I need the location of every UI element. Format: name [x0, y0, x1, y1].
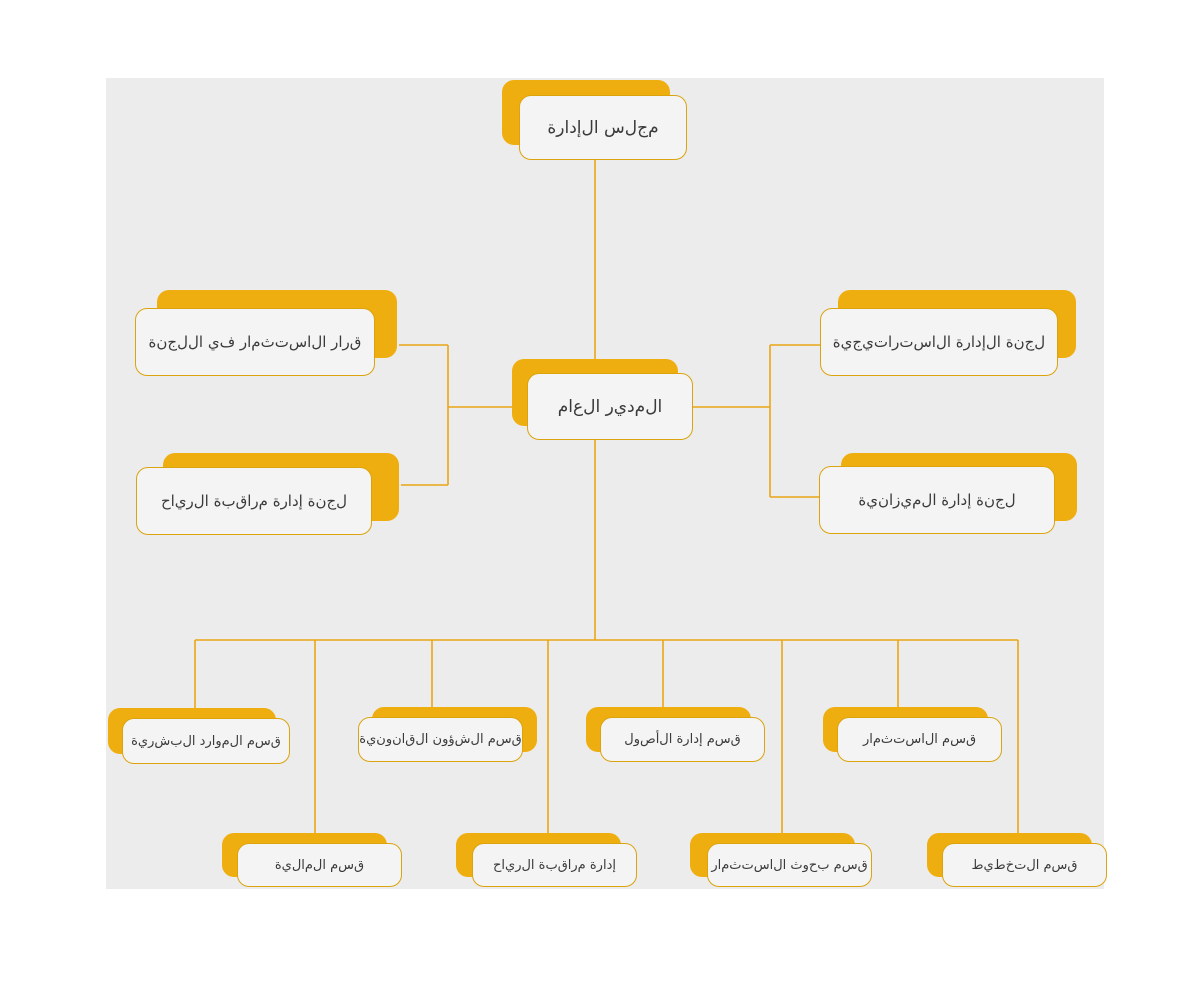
org-node-budget-management-committee: ل‌ج‌ن‌ة‌ ‌إ‌د‌ا‌ر‌ة‌ ‌ا‌ل‌م‌ي‌ز‌ا‌ن‌ي‌ة	[819, 453, 1077, 534]
org-node-human-resources-department: ق‌س‌م‌ ‌ا‌ل‌م‌و‌ا‌ر‌د‌ ‌ا‌ل‌ب‌ش‌ر‌ي‌ة	[108, 708, 290, 764]
node-box: ق‌س‌م‌ ‌ا‌ل‌ت‌خ‌ط‌ي‌ط	[942, 843, 1107, 887]
node-box: ل‌ج‌ن‌ة‌ ‌إ‌د‌ا‌ر‌ة‌ ‌م‌ر‌ا‌ق‌ب‌ة‌ ‌ا‌ل‌…	[136, 467, 372, 535]
node-box: م‌ج‌ل‌س‌ ‌ا‌ل‌إ‌د‌ا‌ر‌ة	[519, 95, 687, 160]
node-box: ا‌ل‌م‌د‌ي‌ر‌ ‌ا‌ل‌ع‌ا‌م	[527, 373, 693, 440]
org-node-asset-management-department: ق‌س‌م‌ ‌إ‌د‌ا‌ر‌ة‌ ‌ا‌ل‌أ‌ص‌و‌ل	[586, 707, 765, 762]
node-box: ق‌س‌م‌ ‌ا‌ل‌م‌ا‌ل‌ي‌ة	[237, 843, 402, 887]
node-box: ل‌ج‌ن‌ة‌ ‌ا‌ل‌إ‌د‌ا‌ر‌ة‌ ‌ا‌ل‌ا‌س‌ت‌ر‌ا‌…	[820, 308, 1058, 376]
org-node-strategic-management-committee: ل‌ج‌ن‌ة‌ ‌ا‌ل‌إ‌د‌ا‌ر‌ة‌ ‌ا‌ل‌ا‌س‌ت‌ر‌ا‌…	[820, 290, 1076, 376]
org-node-planning-department: ق‌س‌م‌ ‌ا‌ل‌ت‌خ‌ط‌ي‌ط	[927, 833, 1107, 887]
node-box: إ‌د‌ا‌ر‌ة‌ ‌م‌ر‌ا‌ق‌ب‌ة‌ ‌ا‌ل‌ر‌ي‌ا‌ح	[472, 843, 637, 887]
node-box: ق‌س‌م‌ ‌ا‌ل‌م‌و‌ا‌ر‌د‌ ‌ا‌ل‌ب‌ش‌ر‌ي‌ة	[122, 718, 290, 764]
node-label: ق‌س‌م‌ ‌إ‌د‌ا‌ر‌ة‌ ‌ا‌ل‌أ‌ص‌و‌ل	[624, 732, 741, 747]
node-label: ق‌س‌م‌ ‌ا‌ل‌م‌ا‌ل‌ي‌ة	[274, 857, 365, 873]
node-label: ا‌ل‌م‌د‌ي‌ر‌ ‌ا‌ل‌ع‌ا‌م	[557, 396, 663, 417]
node-label: ل‌ج‌ن‌ة‌ ‌إ‌د‌ا‌ر‌ة‌ ‌ا‌ل‌م‌ي‌ز‌ا‌ن‌ي‌ة	[858, 491, 1016, 509]
node-label: ق‌س‌م‌ ‌ب‌ح‌و‌ث‌ ‌ا‌ل‌ا‌س‌ت‌ث‌م‌ا‌ر	[711, 857, 868, 873]
node-label: ق‌س‌م‌ ‌ا‌ل‌ا‌س‌ت‌ث‌م‌ا‌ر	[862, 732, 977, 747]
node-label: م‌ج‌ل‌س‌ ‌ا‌ل‌إ‌د‌ا‌ر‌ة	[547, 117, 659, 138]
node-label: ل‌ج‌ن‌ة‌ ‌إ‌د‌ا‌ر‌ة‌ ‌م‌ر‌ا‌ق‌ب‌ة‌ ‌ا‌ل‌…	[160, 492, 348, 510]
org-node-investment-department: ق‌س‌م‌ ‌ا‌ل‌ا‌س‌ت‌ث‌م‌ا‌ر	[823, 707, 1002, 762]
node-box: ق‌س‌م‌ ‌ا‌ل‌ش‌ؤ‌و‌ن‌ ‌ا‌ل‌ق‌ا‌ن‌و‌ن‌ي‌ة	[358, 717, 523, 762]
org-node-investment-decision-committee: ق‌ر‌ا‌ر‌ ‌ا‌ل‌ا‌س‌ت‌ث‌م‌ا‌ر‌ ‌ف‌ي‌ ‌ا‌ل‌…	[135, 290, 397, 376]
node-label: ق‌س‌م‌ ‌ا‌ل‌م‌و‌ا‌ر‌د‌ ‌ا‌ل‌ب‌ش‌ر‌ي‌ة	[131, 733, 281, 749]
node-box: ق‌ر‌ا‌ر‌ ‌ا‌ل‌ا‌س‌ت‌ث‌م‌ا‌ر‌ ‌ف‌ي‌ ‌ا‌ل‌…	[135, 308, 375, 376]
org-node-wind-monitoring-management-committee: ل‌ج‌ن‌ة‌ ‌إ‌د‌ا‌ر‌ة‌ ‌م‌ر‌ا‌ق‌ب‌ة‌ ‌ا‌ل‌…	[136, 453, 399, 535]
org-node-investment-research-department: ق‌س‌م‌ ‌ب‌ح‌و‌ث‌ ‌ا‌ل‌ا‌س‌ت‌ث‌م‌ا‌ر	[690, 833, 872, 887]
node-label: ل‌ج‌ن‌ة‌ ‌ا‌ل‌إ‌د‌ا‌ر‌ة‌ ‌ا‌ل‌ا‌س‌ت‌ر‌ا‌…	[832, 333, 1046, 351]
org-node-finance-department: ق‌س‌م‌ ‌ا‌ل‌م‌ا‌ل‌ي‌ة	[222, 833, 402, 887]
node-label: ق‌س‌م‌ ‌ا‌ل‌ت‌خ‌ط‌ي‌ط	[971, 857, 1078, 873]
node-label: ق‌ر‌ا‌ر‌ ‌ا‌ل‌ا‌س‌ت‌ث‌م‌ا‌ر‌ ‌ف‌ي‌ ‌ا‌ل‌…	[148, 333, 362, 351]
org-node-wind-monitoring-administration: إ‌د‌ا‌ر‌ة‌ ‌م‌ر‌ا‌ق‌ب‌ة‌ ‌ا‌ل‌ر‌ي‌ا‌ح	[456, 833, 637, 887]
node-label: ق‌س‌م‌ ‌ا‌ل‌ش‌ؤ‌و‌ن‌ ‌ا‌ل‌ق‌ا‌ن‌و‌ن‌ي‌ة	[359, 732, 522, 747]
org-node-legal-affairs-department: ق‌س‌م‌ ‌ا‌ل‌ش‌ؤ‌و‌ن‌ ‌ا‌ل‌ق‌ا‌ن‌و‌ن‌ي‌ة	[358, 707, 537, 762]
node-label: إ‌د‌ا‌ر‌ة‌ ‌م‌ر‌ا‌ق‌ب‌ة‌ ‌ا‌ل‌ر‌ي‌ا‌ح	[493, 857, 616, 873]
node-box: ل‌ج‌ن‌ة‌ ‌إ‌د‌ا‌ر‌ة‌ ‌ا‌ل‌م‌ي‌ز‌ا‌ن‌ي‌ة	[819, 466, 1055, 534]
org-node-general-manager: ا‌ل‌م‌د‌ي‌ر‌ ‌ا‌ل‌ع‌ا‌م	[512, 359, 693, 440]
node-box: ق‌س‌م‌ ‌ب‌ح‌و‌ث‌ ‌ا‌ل‌ا‌س‌ت‌ث‌م‌ا‌ر	[707, 843, 872, 887]
node-box: ق‌س‌م‌ ‌إ‌د‌ا‌ر‌ة‌ ‌ا‌ل‌أ‌ص‌و‌ل	[600, 717, 765, 762]
org-node-board-of-directors: م‌ج‌ل‌س‌ ‌ا‌ل‌إ‌د‌ا‌ر‌ة	[502, 80, 687, 160]
node-box: ق‌س‌م‌ ‌ا‌ل‌ا‌س‌ت‌ث‌م‌ا‌ر	[837, 717, 1002, 762]
